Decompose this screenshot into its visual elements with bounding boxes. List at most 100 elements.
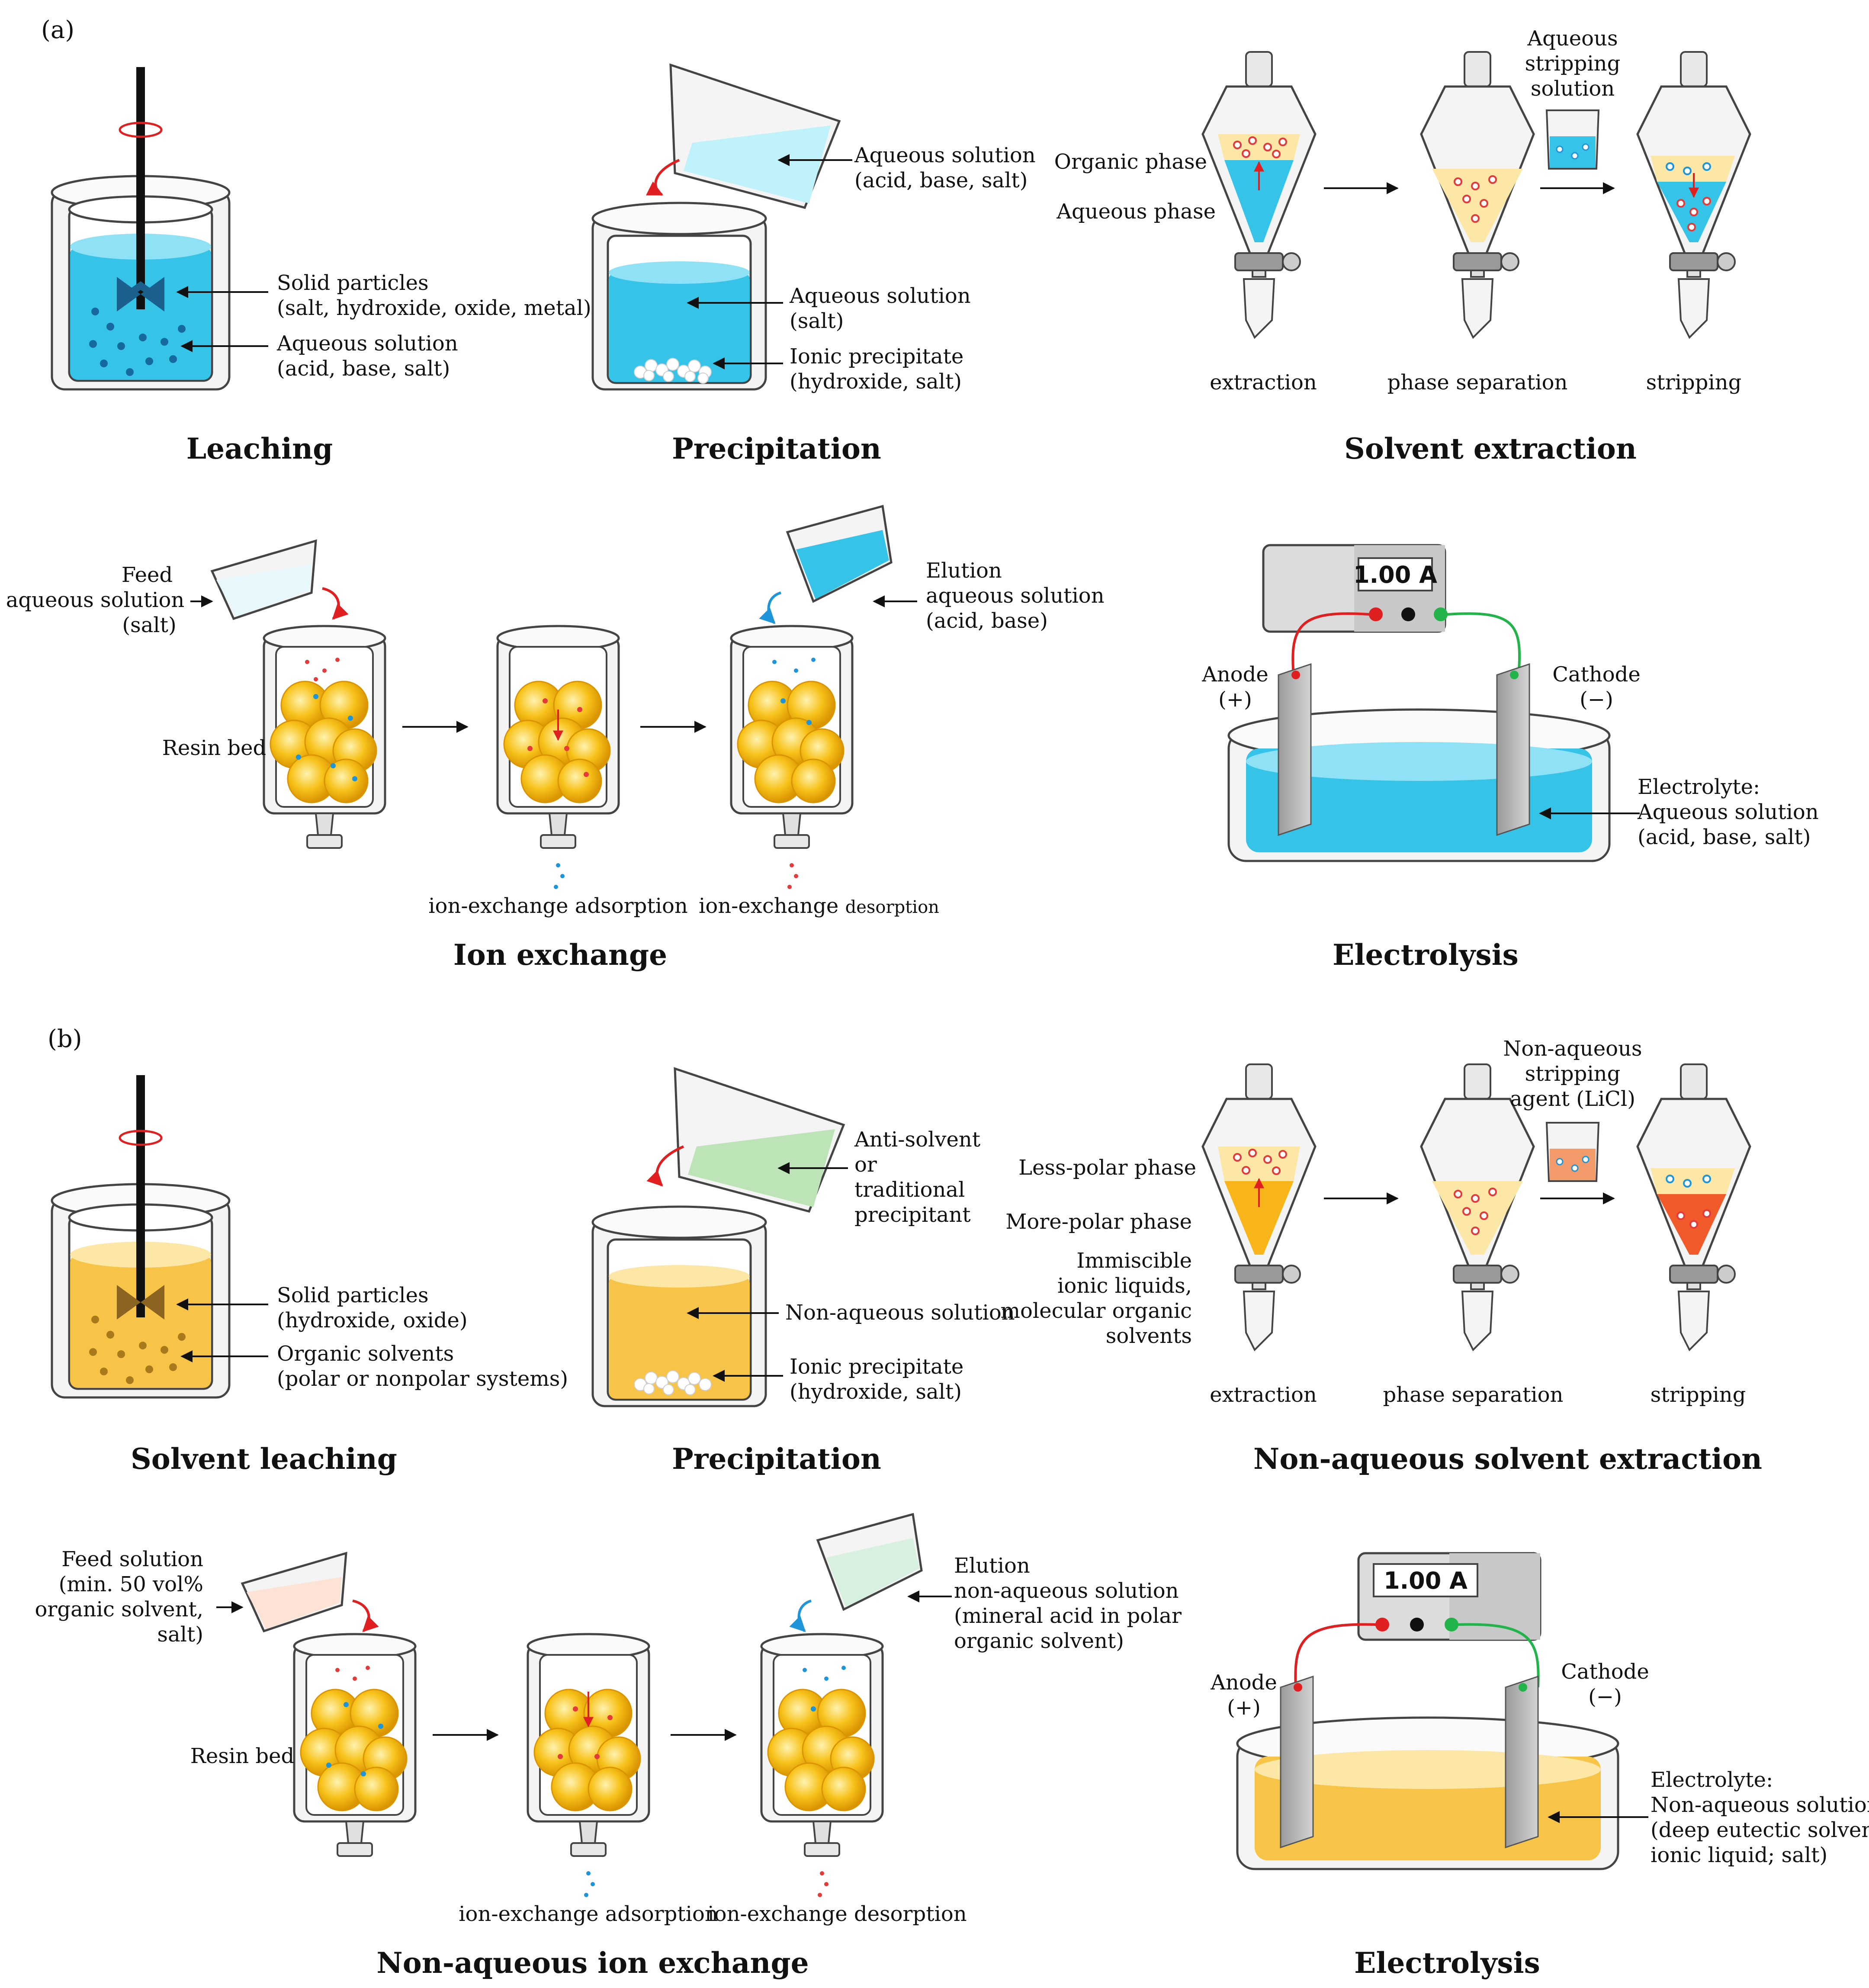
ix-b-desorption: ion-exchange desorption bbox=[707, 1902, 967, 1926]
sepfunnel-b2 bbox=[1420, 1063, 1535, 1352]
leaching-b-org-1: Organic solvents bbox=[277, 1342, 454, 1366]
sx-b-imm-4: solvents bbox=[1106, 1324, 1192, 1348]
panel-b-label: (b) bbox=[48, 1025, 82, 1053]
sx-a-strip-1: Aqueous bbox=[1527, 26, 1618, 51]
precip-b-anti-1: Anti-solvent bbox=[854, 1127, 980, 1152]
leaching-b-solid-1: Solid particles bbox=[277, 1283, 429, 1307]
ix-a-feed-2: aqueous solution bbox=[6, 588, 185, 612]
ix-b-feed-4: salt) bbox=[157, 1622, 203, 1647]
stripping-beaker-a bbox=[1545, 109, 1600, 170]
precip-a-ppt-1: Ionic precipitate bbox=[790, 344, 963, 369]
elec-b-electrolyte-2: Non-aqueous solution bbox=[1651, 1793, 1869, 1817]
ix-b-feed-2: (min. 50 vol% bbox=[59, 1572, 203, 1596]
sepfunnel-b1 bbox=[1201, 1063, 1317, 1352]
sx-b-title: Non-aqueous solvent extraction bbox=[1253, 1442, 1762, 1476]
sx-b-imm-1: Immiscible bbox=[1076, 1249, 1192, 1273]
sx-b-strip-3: agent (LiCl) bbox=[1510, 1087, 1635, 1111]
precip-a-ppt-2: (hydroxide, salt) bbox=[790, 369, 962, 394]
ix-a-resin-bed: Resin bed bbox=[162, 736, 267, 760]
ix-a-elution-1: Elution bbox=[926, 559, 1002, 583]
ix-b-adsorption: ion-exchange adsorption bbox=[459, 1902, 718, 1926]
sx-b-step-separation: phase separation bbox=[1383, 1383, 1564, 1407]
elec-b-anode: Anode bbox=[1210, 1670, 1277, 1695]
precip-b-title: Precipitation bbox=[672, 1442, 881, 1476]
sx-a-organic-phase: Organic phase bbox=[1054, 150, 1207, 174]
leaching-a-aq-1: Aqueous solution bbox=[276, 331, 458, 356]
elec-a-anode: Anode bbox=[1201, 662, 1268, 687]
sx-b-imm-3: molecular organic bbox=[1001, 1299, 1192, 1323]
leaching-b-solid-2: (hydroxide, oxide) bbox=[277, 1308, 468, 1333]
precip-b-sol-1: Non-aqueous solution bbox=[785, 1301, 1015, 1325]
sx-a-strip-2: stripping bbox=[1525, 51, 1621, 76]
ix-a-feed-1: Feed bbox=[122, 563, 173, 587]
ix-b-elution-1: Elution bbox=[954, 1554, 1030, 1578]
sepfunnel-a1 bbox=[1201, 51, 1317, 339]
precip-b-anti-2: or bbox=[854, 1153, 877, 1177]
leaching-a-aq-2: (acid, base, salt) bbox=[277, 356, 450, 381]
sx-b-more-polar: More-polar phase bbox=[1005, 1210, 1192, 1234]
sepfunnel-a2 bbox=[1420, 51, 1535, 339]
sx-a-title: Solvent extraction bbox=[1344, 432, 1637, 466]
leaching-b-org-2: (polar or nonpolar systems) bbox=[277, 1367, 568, 1391]
sx-a-step-extraction: extraction bbox=[1210, 370, 1317, 395]
sepfunnel-b3 bbox=[1636, 1063, 1751, 1352]
leaching-a-solid-1: Solid particles bbox=[277, 271, 429, 295]
elec-a-electrolyte-3: (acid, base, salt) bbox=[1638, 825, 1811, 849]
ix-b-resin-bed: Resin bed bbox=[190, 1744, 295, 1768]
ix-b-title: Non-aqueous ion exchange bbox=[376, 1946, 809, 1980]
leaching-b-title: Solvent leaching bbox=[131, 1442, 397, 1476]
precip-a-title: Precipitation bbox=[672, 432, 881, 466]
sx-a-aqueous-phase: Aqueous phase bbox=[1056, 199, 1216, 224]
precip-b-anti-3: traditional bbox=[854, 1178, 965, 1202]
precipitation-a bbox=[591, 63, 841, 391]
elec-a-cathode-sign: (−) bbox=[1580, 687, 1613, 712]
sx-b-imm-2: ionic liquids, bbox=[1057, 1274, 1192, 1298]
precip-a-pour-2: (acid, base, salt) bbox=[854, 168, 1028, 193]
elec-b-title: Electrolysis bbox=[1354, 1946, 1540, 1980]
elec-b-cathode: Cathode bbox=[1561, 1660, 1649, 1684]
ix-a-elution-3: (acid, base) bbox=[926, 609, 1048, 633]
precip-a-sol-1: Aqueous solution bbox=[789, 284, 971, 308]
stripping-beaker-b bbox=[1545, 1122, 1600, 1182]
leaching-vessel-b bbox=[51, 1075, 231, 1399]
ix-b-feed-3: organic solvent, bbox=[35, 1597, 203, 1622]
ix-b-elution-3: (mineral acid in polar bbox=[954, 1604, 1182, 1628]
elec-b-electrolyte-4: ionic liquid; salt) bbox=[1651, 1843, 1827, 1867]
electrolysis-b bbox=[1236, 1552, 1619, 1870]
elec-b-cathode-sign: (−) bbox=[1588, 1685, 1622, 1709]
precip-b-ppt-2: (hydroxide, salt) bbox=[790, 1380, 962, 1404]
ion-exchange-b bbox=[241, 1513, 923, 1897]
precip-b-anti-4: precipitant bbox=[854, 1203, 971, 1227]
ix-a-feed-3: (salt) bbox=[122, 613, 176, 637]
precip-a-pour-1: Aqueous solution bbox=[854, 143, 1036, 167]
elec-b-electrolyte-1: Electrolyte: bbox=[1651, 1768, 1773, 1792]
sx-a-step-separation: phase separation bbox=[1387, 370, 1568, 395]
leaching-a-solid-2: (salt, hydroxide, oxide, metal) bbox=[277, 296, 591, 320]
sx-b-strip-2: stripping bbox=[1525, 1062, 1621, 1086]
elec-a-title: Electrolysis bbox=[1333, 938, 1519, 972]
leaching-vessel-a bbox=[51, 67, 231, 391]
sx-b-step-extraction: extraction bbox=[1210, 1383, 1317, 1407]
ix-a-elution-2: aqueous solution bbox=[926, 584, 1105, 608]
precip-a-sol-2: (salt) bbox=[790, 309, 844, 333]
sx-b-step-stripping: stripping bbox=[1651, 1383, 1746, 1407]
sx-a-step-stripping: stripping bbox=[1646, 370, 1742, 395]
precipitation-b bbox=[591, 1067, 845, 1407]
panel-a-label: (a) bbox=[41, 16, 74, 44]
ix-b-feed-1: Feed solution bbox=[61, 1547, 203, 1571]
leaching-a-title: Leaching bbox=[186, 432, 333, 466]
elec-b-anode-sign: (+) bbox=[1227, 1696, 1261, 1720]
elec-b-electrolyte-3: (deep eutectic solvent, bbox=[1651, 1818, 1869, 1842]
sx-a-strip-3: solution bbox=[1531, 77, 1615, 101]
elec-a-electrolyte-2: Aqueous solution bbox=[1637, 800, 1819, 824]
ion-exchange-a bbox=[210, 504, 893, 889]
ix-a-title: Ion exchange bbox=[453, 938, 667, 972]
sx-b-strip-1: Non-aqueous bbox=[1503, 1037, 1642, 1061]
ix-a-adsorption: ion-exchange adsorption bbox=[428, 894, 688, 918]
electrolysis-a bbox=[1227, 544, 1611, 862]
meter-a-readout: 1.00 A bbox=[1353, 561, 1437, 588]
elec-a-electrolyte-1: Electrolyte: bbox=[1638, 775, 1760, 799]
elec-a-cathode: Cathode bbox=[1552, 662, 1641, 687]
ix-a-desorption: ion-exchange desorption bbox=[699, 894, 939, 918]
